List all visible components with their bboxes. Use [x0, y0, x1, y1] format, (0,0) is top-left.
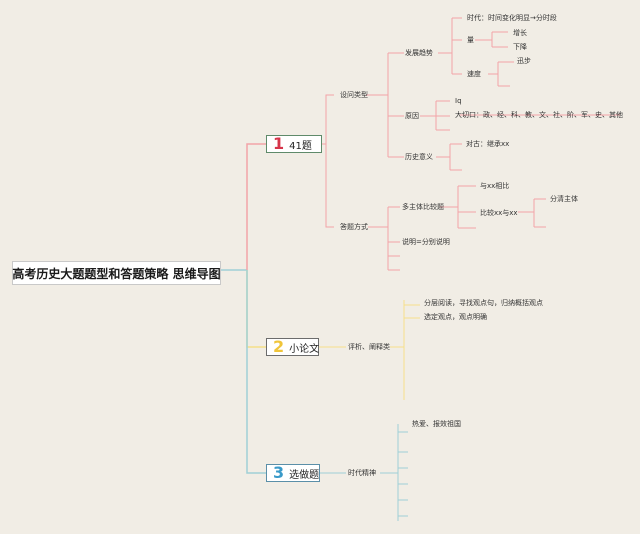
- node-trend[interactable]: 发展趋势: [405, 49, 433, 57]
- node-cause-2[interactable]: 大切口：政、经、科、教、文、社、阶、军、史、其他: [455, 111, 623, 119]
- root-title: 高考历史大题题型和答题策略 思维导图: [12, 266, 221, 281]
- branch-number: 2: [273, 337, 285, 356]
- node-evaluate[interactable]: 评析、阐释类: [348, 343, 390, 351]
- node-quick[interactable]: 迅步: [517, 57, 531, 65]
- node-essay-step-1[interactable]: 分层阅读，寻找观点句，归纳概括观点: [424, 299, 543, 307]
- branch-label: 41题: [289, 140, 312, 152]
- node-speed[interactable]: 速度: [467, 70, 481, 78]
- branch-number: 1: [273, 134, 285, 153]
- branch-number: 3: [273, 463, 285, 482]
- node-increase[interactable]: 增长: [513, 29, 527, 37]
- node-patriotism[interactable]: 热爱、报效祖国: [412, 420, 461, 428]
- branch-label: 小论文: [289, 343, 320, 355]
- branch1-trunk: [246, 143, 266, 270]
- node-era[interactable]: 时代：时间变化明显→分时段: [467, 14, 557, 22]
- branch-node-elective[interactable]: 3 选做题: [266, 464, 320, 482]
- node-to-ancient[interactable]: 对古：继承xx: [466, 140, 510, 148]
- root-node[interactable]: 高考历史大题题型和答题策略 思维导图: [12, 261, 221, 285]
- node-explain[interactable]: 说明=分别说明: [402, 238, 450, 246]
- node-answer-method[interactable]: 答题方式: [340, 223, 368, 231]
- node-separate-subjects[interactable]: 分清主体: [550, 195, 578, 203]
- branch3-trunk: [246, 270, 266, 474]
- node-decrease[interactable]: 下降: [513, 43, 527, 51]
- node-spirit-of-times[interactable]: 时代精神: [348, 469, 376, 477]
- branch-node-essay[interactable]: 2 小论文: [266, 338, 319, 356]
- node-multi-subject[interactable]: 多主体比较题: [402, 203, 444, 211]
- node-compare-xx-yy[interactable]: 比较xx与xx: [480, 209, 518, 217]
- node-cause-1[interactable]: Iq: [455, 97, 462, 105]
- branch-node-41[interactable]: 1 41题: [266, 135, 322, 153]
- node-quantity[interactable]: 量: [467, 36, 474, 44]
- branch2-trunk: [246, 270, 266, 348]
- branch-label: 选做题: [289, 469, 320, 481]
- node-essay-step-2[interactable]: 选定观点，观点明确: [424, 313, 487, 321]
- node-compare-xx[interactable]: 与xx相比: [480, 182, 510, 190]
- node-historical-significance[interactable]: 历史意义: [405, 153, 433, 161]
- node-set-question-types[interactable]: 设问类型: [340, 91, 368, 99]
- node-cause[interactable]: 原因: [405, 112, 419, 120]
